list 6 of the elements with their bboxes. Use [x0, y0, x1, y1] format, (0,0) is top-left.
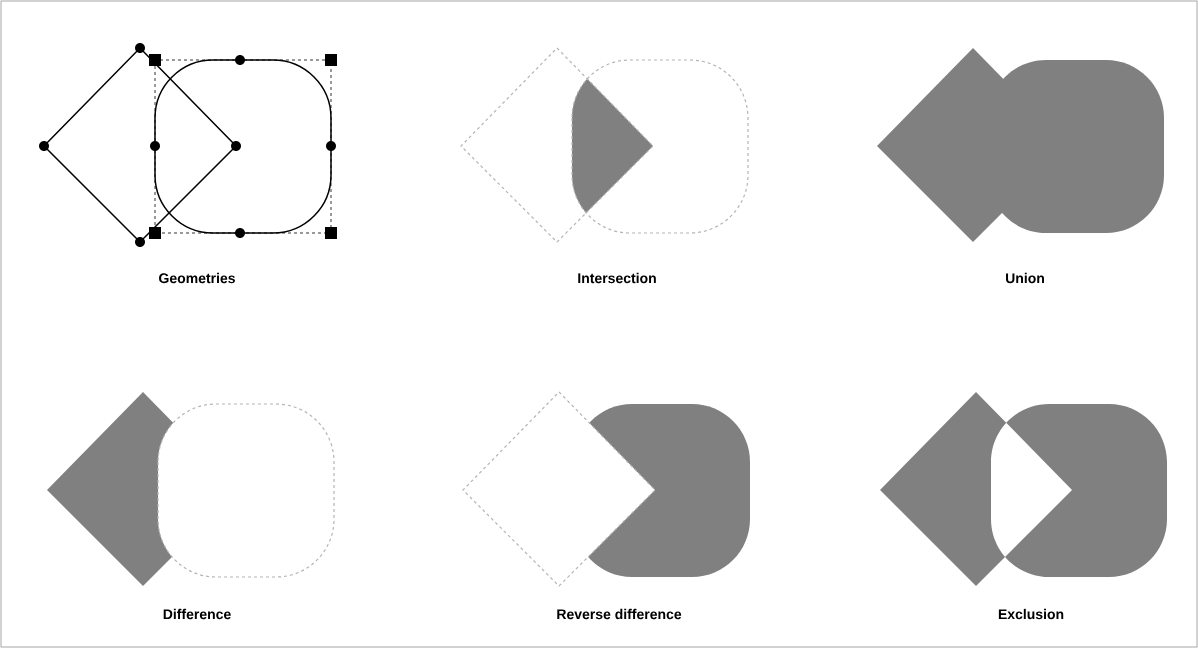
caption: Union	[1006, 272, 1044, 284]
caption: Intersection	[578, 272, 656, 284]
caption: Exclusion	[998, 608, 1064, 620]
caption: Reverse difference	[557, 608, 682, 620]
caption: Geometries	[159, 272, 235, 284]
caption: Difference	[163, 608, 231, 620]
